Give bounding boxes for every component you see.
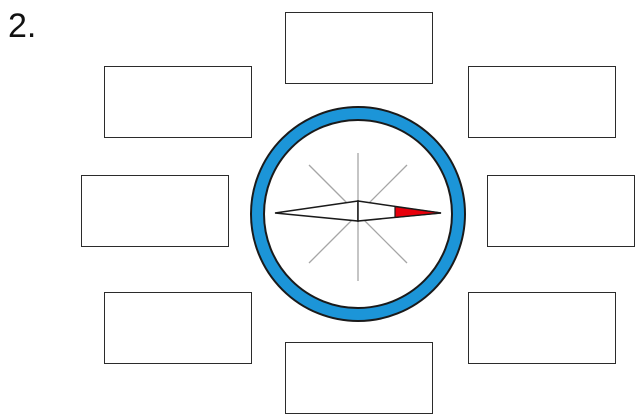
compass bbox=[250, 106, 466, 322]
answer-box-south-west[interactable] bbox=[104, 292, 252, 364]
answer-box-east[interactable] bbox=[487, 175, 635, 247]
direction-line-south-east bbox=[357, 213, 408, 264]
question-number: 2. bbox=[8, 7, 37, 45]
answer-box-south[interactable] bbox=[285, 342, 433, 414]
compass-needle bbox=[274, 200, 442, 222]
answer-box-west[interactable] bbox=[81, 175, 229, 247]
needle-tip bbox=[394, 205, 442, 219]
direction-line-south-west bbox=[308, 213, 359, 264]
answer-box-south-east[interactable] bbox=[468, 292, 616, 364]
answer-box-north[interactable] bbox=[285, 12, 433, 84]
answer-box-north-west[interactable] bbox=[104, 66, 252, 138]
answer-box-north-east[interactable] bbox=[468, 66, 616, 138]
